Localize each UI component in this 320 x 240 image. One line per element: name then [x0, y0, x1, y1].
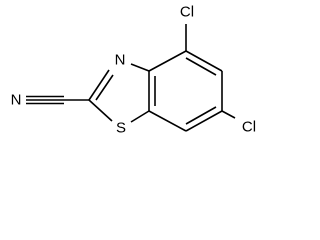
bond-c2-n3-double — [88, 69, 114, 101]
nitrile-triple-bond — [26, 95, 64, 105]
bond-c4-c5-inner — [185, 57, 217, 76]
bond-s1-c7a — [130, 110, 150, 123]
bond-c6-cl — [221, 110, 236, 119]
atom-label-cl-top: Cl — [180, 4, 194, 21]
bond-c2-s1 — [88, 99, 113, 122]
bond-c7-c7a — [148, 110, 187, 132]
bond-n3-c3a — [130, 63, 150, 72]
atom-label-ring-s: S — [116, 120, 126, 137]
bond-c6-c7-inner — [185, 106, 217, 125]
atom-label-ring-n: N — [115, 52, 126, 69]
bond-c4-c5 — [185, 50, 223, 72]
chemical-structure: N N S Cl Cl — [11, 4, 257, 137]
atom-label-nitrile-n: N — [11, 92, 22, 109]
bond-c3a-c4 — [148, 50, 187, 72]
atom-label-cl-bottom: Cl — [242, 119, 256, 136]
bond-c6-c7 — [185, 110, 223, 132]
